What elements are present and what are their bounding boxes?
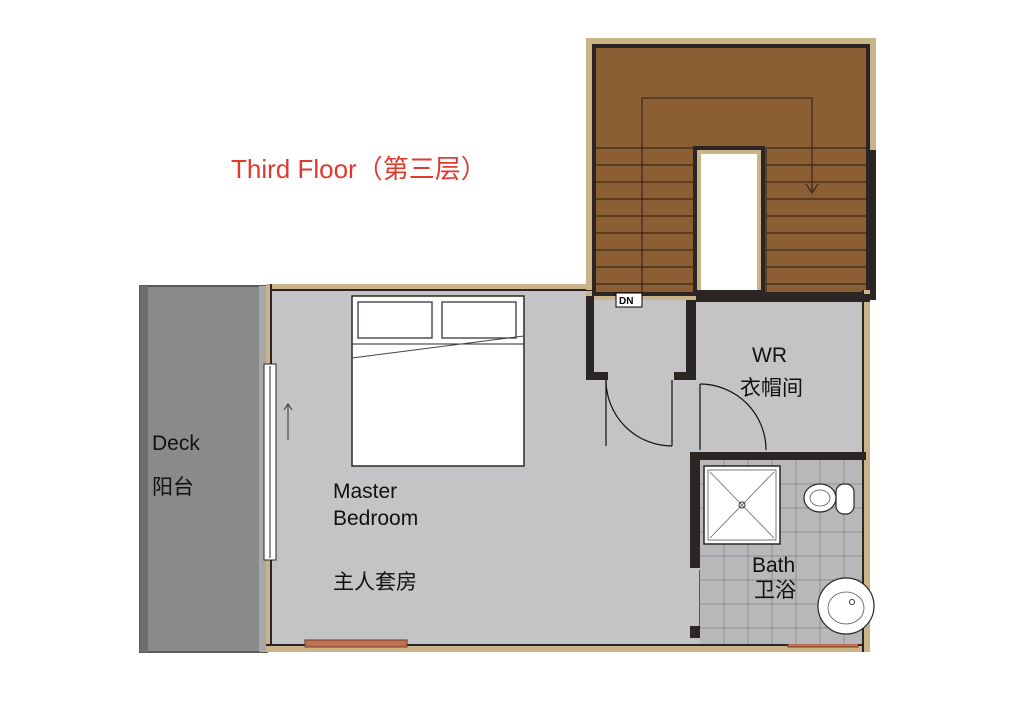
bath-label-zh: 卫浴 bbox=[754, 579, 796, 602]
bedroom-label-en-1: Master bbox=[333, 480, 397, 503]
deck-label-en: Deck bbox=[152, 432, 200, 455]
window-sill-left bbox=[304, 639, 408, 648]
deck-label-zh: 阳台 bbox=[152, 476, 194, 499]
interior-walls bbox=[586, 294, 870, 638]
dn-marker-box bbox=[615, 292, 643, 308]
sliding-door-to-deck bbox=[263, 363, 293, 561]
stair-path-line bbox=[641, 97, 813, 292]
bed bbox=[351, 295, 525, 467]
stair-treads bbox=[596, 147, 866, 292]
wardrobe-label-en: WR bbox=[752, 344, 787, 367]
bedroom-label-zh: 主人套房 bbox=[333, 571, 417, 594]
wardrobe-area bbox=[696, 302, 862, 452]
shower-stall bbox=[703, 465, 781, 545]
floor-title: Third Floor（第三层） bbox=[231, 154, 487, 184]
dn-marker: DN bbox=[619, 296, 633, 307]
bedroom-label-en-2: Bedroom bbox=[333, 507, 418, 530]
bath-label-en: Bath bbox=[752, 554, 795, 577]
toilet bbox=[803, 483, 855, 515]
wardrobe-label-zh: 衣帽间 bbox=[740, 377, 803, 400]
sink bbox=[817, 577, 875, 635]
deck-area bbox=[140, 286, 267, 652]
